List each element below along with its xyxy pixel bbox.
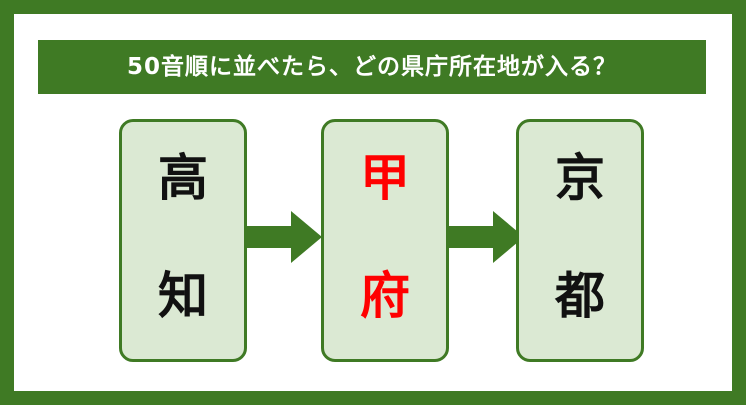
card-top-char: 高	[158, 149, 208, 207]
card-kyoto: 京 都	[516, 119, 644, 362]
card-kochi: 高 知	[119, 119, 247, 362]
arrow-right-icon	[448, 211, 524, 263]
card-kofu-answer: 甲 府	[321, 119, 449, 362]
arrow-right-icon	[246, 211, 322, 263]
card-top-char: 京	[555, 149, 605, 207]
card-top-char: 甲	[360, 149, 410, 207]
question-banner: 50音順に並べたら、どの県庁所在地が入る？	[38, 40, 706, 94]
card-bottom-char: 都	[555, 267, 605, 325]
card-bottom-char: 府	[360, 267, 410, 325]
card-bottom-char: 知	[158, 267, 208, 325]
